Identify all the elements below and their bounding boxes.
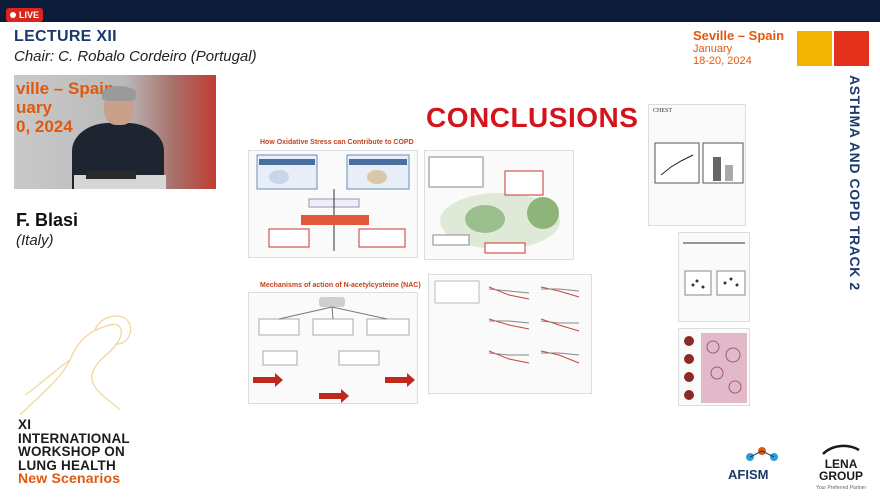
afism-logo: AFISM — [728, 445, 782, 482]
panel-scatter-plots — [678, 232, 750, 322]
lecture-title: LECTURE XII — [14, 28, 117, 45]
top-bar — [0, 0, 880, 22]
afism-molecule-icon — [746, 447, 778, 461]
lena-group-logo: LENA GROUP Your Preferred Partner — [816, 444, 866, 494]
speaker-country: (Italy) — [16, 232, 54, 249]
lecture-chair: Chair: C. Robalo Cordeiro (Portugal) — [14, 48, 257, 65]
brand-square-yellow — [797, 31, 832, 66]
panel-histology-images — [678, 328, 750, 406]
live-badge: LIVE — [6, 8, 43, 22]
presentation-slide: CONCLUSIONS How Oxidative Stress can Con… — [238, 92, 750, 408]
lena-swoosh-icon — [822, 444, 860, 455]
laptop — [86, 171, 136, 179]
panel1-title: How Oxidative Stress can Contribute to C… — [260, 139, 414, 146]
speaker-video[interactable]: ville – Spain uary 0, 2024 — [14, 75, 216, 189]
panel-line-graphs — [428, 274, 592, 394]
workshop-title: XI INTERNATIONAL WORKSHOP ON LUNG HEALTH… — [18, 417, 130, 486]
decorative-figure-outline — [19, 315, 132, 416]
event-venue: Seville – Spain — [693, 28, 785, 43]
speaker-hair — [102, 86, 136, 101]
track-label: ASTHMA AND COPD TRACK 2 — [847, 75, 863, 291]
brand-square-red — [834, 31, 869, 66]
speaker-name: F. Blasi — [16, 210, 79, 230]
panel2-title: Mechanisms of action of N-acetylcysteine… — [260, 282, 421, 289]
panel-nac-mechanisms-diagram — [248, 292, 418, 404]
live-dot-icon — [9, 12, 16, 18]
slide-heading: CONCLUSIONS — [426, 102, 639, 133]
panel-chest-article: CHEST — [648, 104, 746, 226]
panel-oxidative-stress-diagram — [248, 150, 418, 258]
video-backdrop-text: ville – Spain uary 0, 2024 — [16, 79, 115, 136]
panel3-title: CHEST — [653, 108, 673, 114]
panel-clinical-figure — [424, 150, 574, 260]
